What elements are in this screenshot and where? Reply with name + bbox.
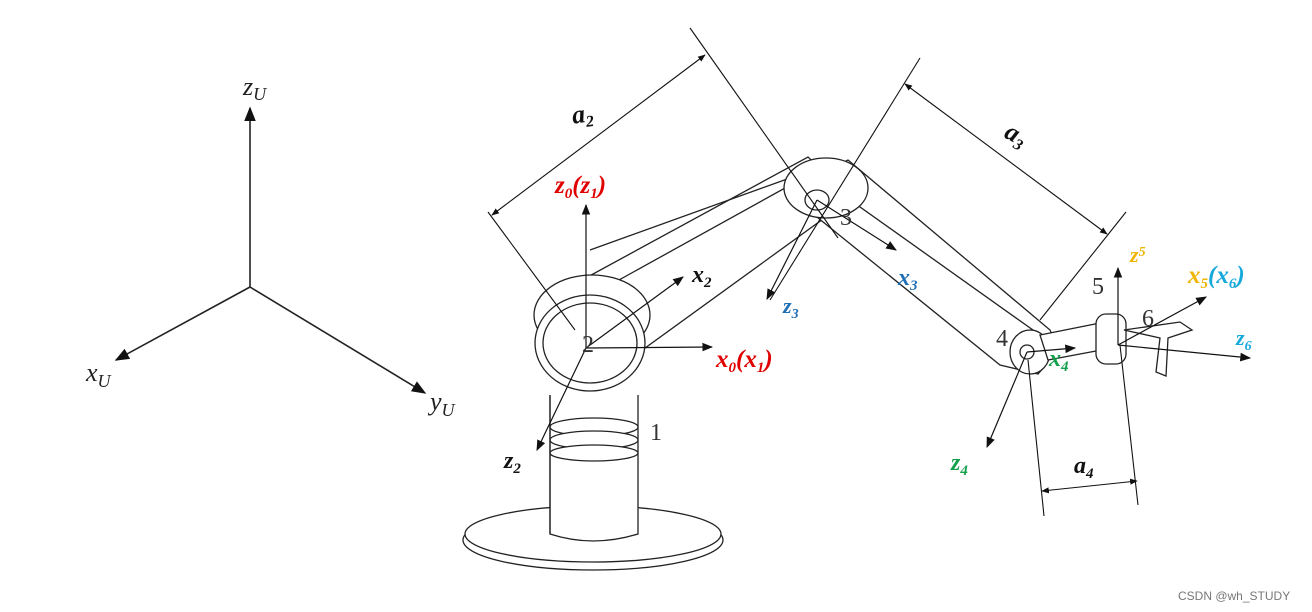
x3-axis-line xyxy=(816,199,897,251)
z5-label: z5 xyxy=(1129,242,1146,267)
a2-dimension xyxy=(491,54,706,216)
z0-z1-label: z0(z1) xyxy=(554,172,606,202)
z4-label: z4 xyxy=(950,450,968,479)
yu-label: yU xyxy=(427,387,456,420)
joint3-z-guide xyxy=(769,57,921,301)
joint-3-number: 3 xyxy=(840,205,852,231)
joint-1-number: 1 xyxy=(650,420,662,446)
z3-label: z3 xyxy=(782,293,799,322)
a3-label: a3 xyxy=(999,116,1033,154)
frame-axes xyxy=(536,199,1252,451)
z6-label: z6 xyxy=(1235,325,1252,354)
x4-axis-line xyxy=(1026,344,1077,354)
joint-5-number: 5 xyxy=(1092,274,1104,300)
a2-extension-left xyxy=(487,211,576,331)
yu-axis-line xyxy=(249,286,427,394)
xu-label: xU xyxy=(85,358,112,391)
x5-axis-line xyxy=(1117,296,1207,346)
a4-extension-right xyxy=(1119,344,1139,506)
shoulder-joint xyxy=(533,274,651,392)
dimension-lines xyxy=(487,27,1139,517)
z2-axis-line xyxy=(536,347,587,451)
z4-axis-line xyxy=(986,351,1028,448)
a3-extension-right xyxy=(1039,211,1127,321)
a2-label: a2 xyxy=(570,98,595,133)
joint-2-number: 2 xyxy=(582,332,594,358)
x2-label: x2 xyxy=(691,262,712,291)
x3-label: x3 xyxy=(897,265,918,294)
wrist-assembly xyxy=(1009,313,1194,377)
x5-x6-label: x5(x6) xyxy=(1187,262,1245,292)
x2-axis-line xyxy=(585,276,684,349)
a4-dimension xyxy=(1041,478,1138,494)
universal-frame xyxy=(114,106,427,394)
zu-label: zU xyxy=(242,72,267,104)
xu-axis-line xyxy=(114,286,251,361)
a2-extension-right xyxy=(689,27,839,239)
a3-dimension xyxy=(904,83,1108,235)
a4-label: a4 xyxy=(1074,453,1094,482)
watermark: CSDN @wh_STUDY xyxy=(1178,589,1290,603)
x0-axis-line xyxy=(585,342,714,352)
robot-base xyxy=(462,395,724,571)
z6-axis-line xyxy=(1117,344,1252,362)
x4-label: x4 xyxy=(1048,346,1069,375)
z2-label: z2 xyxy=(503,448,521,477)
joint-6-number: 6 xyxy=(1142,306,1154,332)
joint-4-number: 4 xyxy=(996,326,1008,352)
x0-x1-label: x0(x1) xyxy=(715,346,773,376)
a4-extension-left xyxy=(1027,359,1045,517)
z3-axis-line xyxy=(766,199,818,300)
